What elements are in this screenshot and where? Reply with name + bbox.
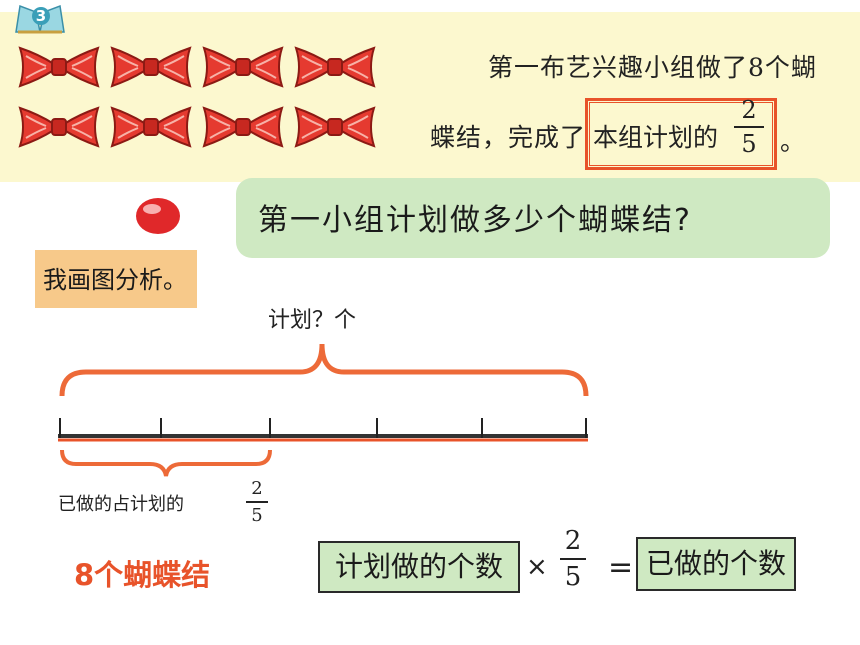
problem-text-line2: 蝶结，完成了 xyxy=(430,123,587,152)
fraction-denominator: 5 xyxy=(251,505,263,526)
bow-tie-icon xyxy=(202,106,284,148)
fraction-denominator: 5 xyxy=(564,562,582,592)
plan-label: 计划？个 xyxy=(268,308,357,333)
bow-tie-icon xyxy=(110,106,192,148)
segment-diagram xyxy=(58,343,589,477)
analyze-label-box xyxy=(35,250,197,308)
highlight-frame xyxy=(585,98,777,170)
bow-tie-icon xyxy=(294,46,376,88)
done-fraction: 2 5 xyxy=(246,478,268,526)
problem-number-badge: 3 xyxy=(32,7,50,25)
fraction-bar xyxy=(246,501,268,503)
problem-band xyxy=(0,12,860,182)
highlight-text: 本组计划的 xyxy=(593,123,719,152)
highlight-frame-inner xyxy=(589,102,773,166)
bow-count-label: 8个蝴蝶结 xyxy=(74,558,211,592)
done-label: 已做的占计划的 xyxy=(58,494,184,515)
fraction-bar xyxy=(560,558,586,560)
equation-fraction: 2 5 xyxy=(560,526,586,592)
equation-left-box: 计划做的个数 xyxy=(318,541,520,593)
problem-text-line1: 第一布艺兴趣小组做了8个蝴 xyxy=(488,53,817,82)
problem-period: 。 xyxy=(780,127,806,156)
problem-fraction: 2 5 xyxy=(734,96,764,158)
fraction-numerator: 2 xyxy=(741,96,757,124)
bow-tie-icon xyxy=(294,106,376,148)
fraction-numerator: 2 xyxy=(564,526,582,556)
fraction-denominator: 5 xyxy=(741,130,757,158)
plan-brace xyxy=(59,343,589,397)
question-text: 第一小组计划做多少个蝴蝶结? xyxy=(258,203,692,238)
fraction-bar xyxy=(734,126,764,128)
red-ball-icon xyxy=(136,198,180,234)
bow-tie-icon xyxy=(202,46,284,88)
equals-sign: = xyxy=(608,550,634,585)
done-brace xyxy=(60,449,272,477)
bow-tie-icon xyxy=(18,46,100,88)
analyze-label: 我画图分析。 xyxy=(43,266,187,294)
equation-right-box: 已做的个数 xyxy=(636,537,796,591)
bow-tie-icon xyxy=(110,46,192,88)
bow-tie-icon xyxy=(18,106,100,148)
question-box xyxy=(236,178,830,258)
times-sign: × xyxy=(526,552,548,582)
fraction-numerator: 2 xyxy=(251,478,263,499)
